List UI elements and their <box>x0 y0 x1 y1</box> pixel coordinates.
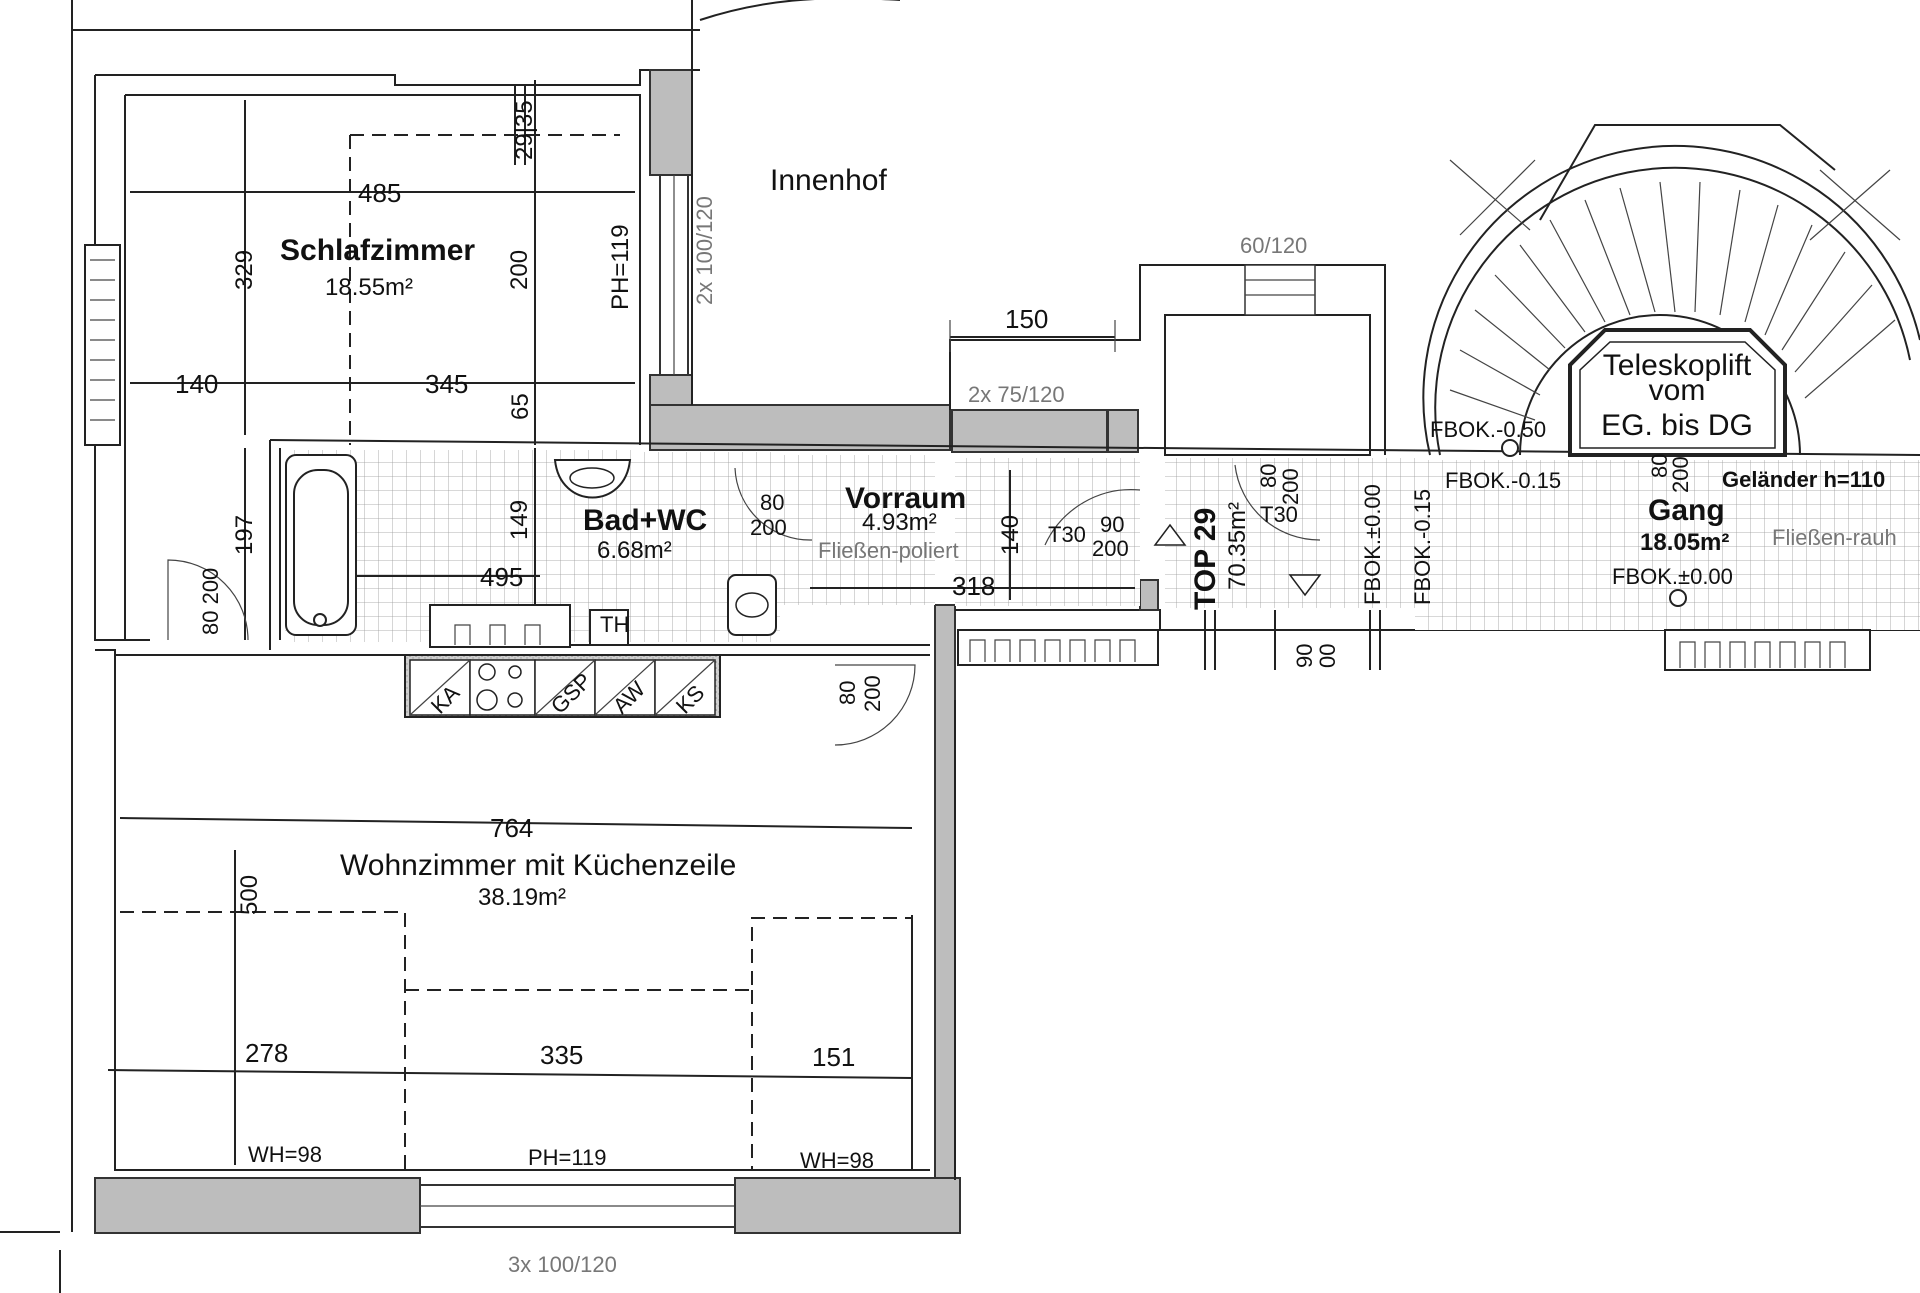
dim-197: 197 <box>231 515 258 555</box>
living-walls <box>95 649 930 1171</box>
level-fbok-000b: FBOK.±0.00 <box>1612 564 1733 589</box>
dim-ph119: PH=119 <box>528 1145 606 1170</box>
door-wz-b: 200 <box>860 675 885 712</box>
courtyard-wall-2 <box>951 409 1108 453</box>
dim-335: 335 <box>540 1040 583 1070</box>
pillar-1 <box>649 69 693 176</box>
dim-151: 151 <box>812 1042 855 1072</box>
bad-area: 6.68m² <box>597 537 672 564</box>
door-gang-b: 200 <box>1668 456 1693 493</box>
dim-345: 345 <box>425 369 468 399</box>
window-2x75-label: 2x 75/120 <box>968 382 1065 407</box>
vorraum-area: 4.93m² <box>862 509 937 536</box>
t30-a: T30 <box>1048 522 1086 547</box>
bathtub <box>285 454 357 636</box>
living-bottom-wall-a <box>94 1177 421 1234</box>
dim-485: 485 <box>358 178 401 208</box>
window-60-label: 60/120 <box>1240 233 1307 258</box>
door-main-b: 200 <box>1092 536 1129 561</box>
living-dims <box>107 817 913 1170</box>
door-top-b: 200 <box>1278 468 1303 505</box>
kitchen-row <box>404 654 721 718</box>
door-vorraum-a: 80 <box>760 490 784 515</box>
living-right-wall <box>934 604 956 1206</box>
door-gang-a: 80 <box>1647 454 1672 478</box>
staircase <box>1422 124 1920 456</box>
schlafzimmer-area: 18.55m² <box>325 274 413 301</box>
corridor-dims <box>514 85 1135 600</box>
gelaender-label: Geländer h=110 <box>1722 467 1885 492</box>
dim-140: 140 <box>175 369 218 399</box>
door-low-b: 00 <box>1315 644 1340 668</box>
level-fbok-000a: FBOK.±0.00 <box>1360 484 1385 605</box>
bedroom-top-wall <box>95 69 700 86</box>
door-vorraum-b: 200 <box>750 515 787 540</box>
top-window-niche <box>1164 314 1371 456</box>
door-low-a: 90 <box>1292 644 1317 668</box>
gang-area: 18.05m² <box>1640 529 1729 556</box>
door-top-a: 80 <box>1256 464 1281 488</box>
wohnzimmer-area: 38.19m² <box>478 884 566 911</box>
bad-label: Bad+WC <box>583 504 707 537</box>
innenhof-label: Innenhof <box>770 164 887 197</box>
towel-heater-icon <box>589 609 629 646</box>
window-3x100-label: 3x 100/120 <box>508 1252 617 1277</box>
lift-box <box>1568 328 1787 457</box>
vorraum-floor <box>780 455 935 605</box>
radiator-left <box>84 244 121 446</box>
dim-65: 65 <box>507 393 534 420</box>
th-label: TH <box>600 612 629 637</box>
courtyard-wall <box>649 404 951 451</box>
lift-line-3: EG. bis DG <box>1601 409 1753 442</box>
door-bedroom-label: 80 200 <box>198 568 223 635</box>
living-bottom-wall-b <box>734 1177 961 1234</box>
dim-200: 200 <box>506 250 533 290</box>
dim-764: 764 <box>490 813 533 843</box>
window-60 <box>1244 264 1316 316</box>
vorraum-label: Vorraum <box>845 482 966 515</box>
radiator-corridor <box>957 629 1159 666</box>
top-label: TOP 29 <box>1189 508 1222 610</box>
dim-500: 500 <box>236 875 263 915</box>
dim-495: 495 <box>480 562 523 592</box>
dim-140b: 140 <box>997 515 1024 555</box>
door-wz-a: 80 <box>835 681 860 705</box>
dim-329: 329 <box>231 250 258 290</box>
lift-line-2: vom <box>1649 374 1706 407</box>
courtyard-curve <box>699 0 900 21</box>
dim-ph119-vertical: PH=119 <box>607 224 634 310</box>
bedroom-inner-wall <box>125 94 641 445</box>
t30-b: T30 <box>1260 502 1298 527</box>
labels: Innenhof Schlafzimmer 18.55m² Bad+WC 6.6… <box>175 100 1897 1277</box>
doors <box>167 464 1381 746</box>
level-fbok-015b: FBOK.-0.15 <box>1410 489 1435 605</box>
wohnzimmer-label: Wohnzimmer mit Küchenzeile <box>340 849 736 882</box>
lift-line-1: Teleskoplift <box>1603 349 1752 382</box>
dim-149: 149 <box>506 500 533 540</box>
courtyard-wall-3 <box>1107 409 1139 453</box>
dim-wh98-b: WH=98 <box>800 1148 874 1173</box>
gang-label: Gang <box>1648 494 1725 527</box>
dim-278: 278 <box>245 1038 288 1068</box>
dim-29-35: 29|35 <box>511 100 538 160</box>
gang-floor-type: Fließen-rauh <box>1772 525 1897 550</box>
washbasin-icon <box>553 459 632 499</box>
toilet-icon <box>727 574 777 636</box>
dim-150: 150 <box>1005 304 1048 334</box>
level-fbok-015a: FBOK.-0.15 <box>1445 468 1561 493</box>
door-main-a: 90 <box>1100 512 1124 537</box>
window-2x100-label: 2x 100/120 <box>692 196 717 305</box>
dim-wh98-a: WH=98 <box>248 1142 322 1167</box>
dim-318: 318 <box>952 571 995 601</box>
radiator-gang <box>1664 629 1871 671</box>
level-fbok-050: FBOK.-0.50 <box>1430 417 1546 442</box>
kitchen-base-cabinet <box>429 604 571 648</box>
vorraum-floor-type: Fließen-poliert <box>818 538 959 563</box>
schlafzimmer-label: Schlafzimmer <box>280 234 475 267</box>
gang-floor <box>1415 460 1920 630</box>
top-area: 70.35m² <box>1224 502 1251 590</box>
level-markers <box>1153 439 1687 607</box>
